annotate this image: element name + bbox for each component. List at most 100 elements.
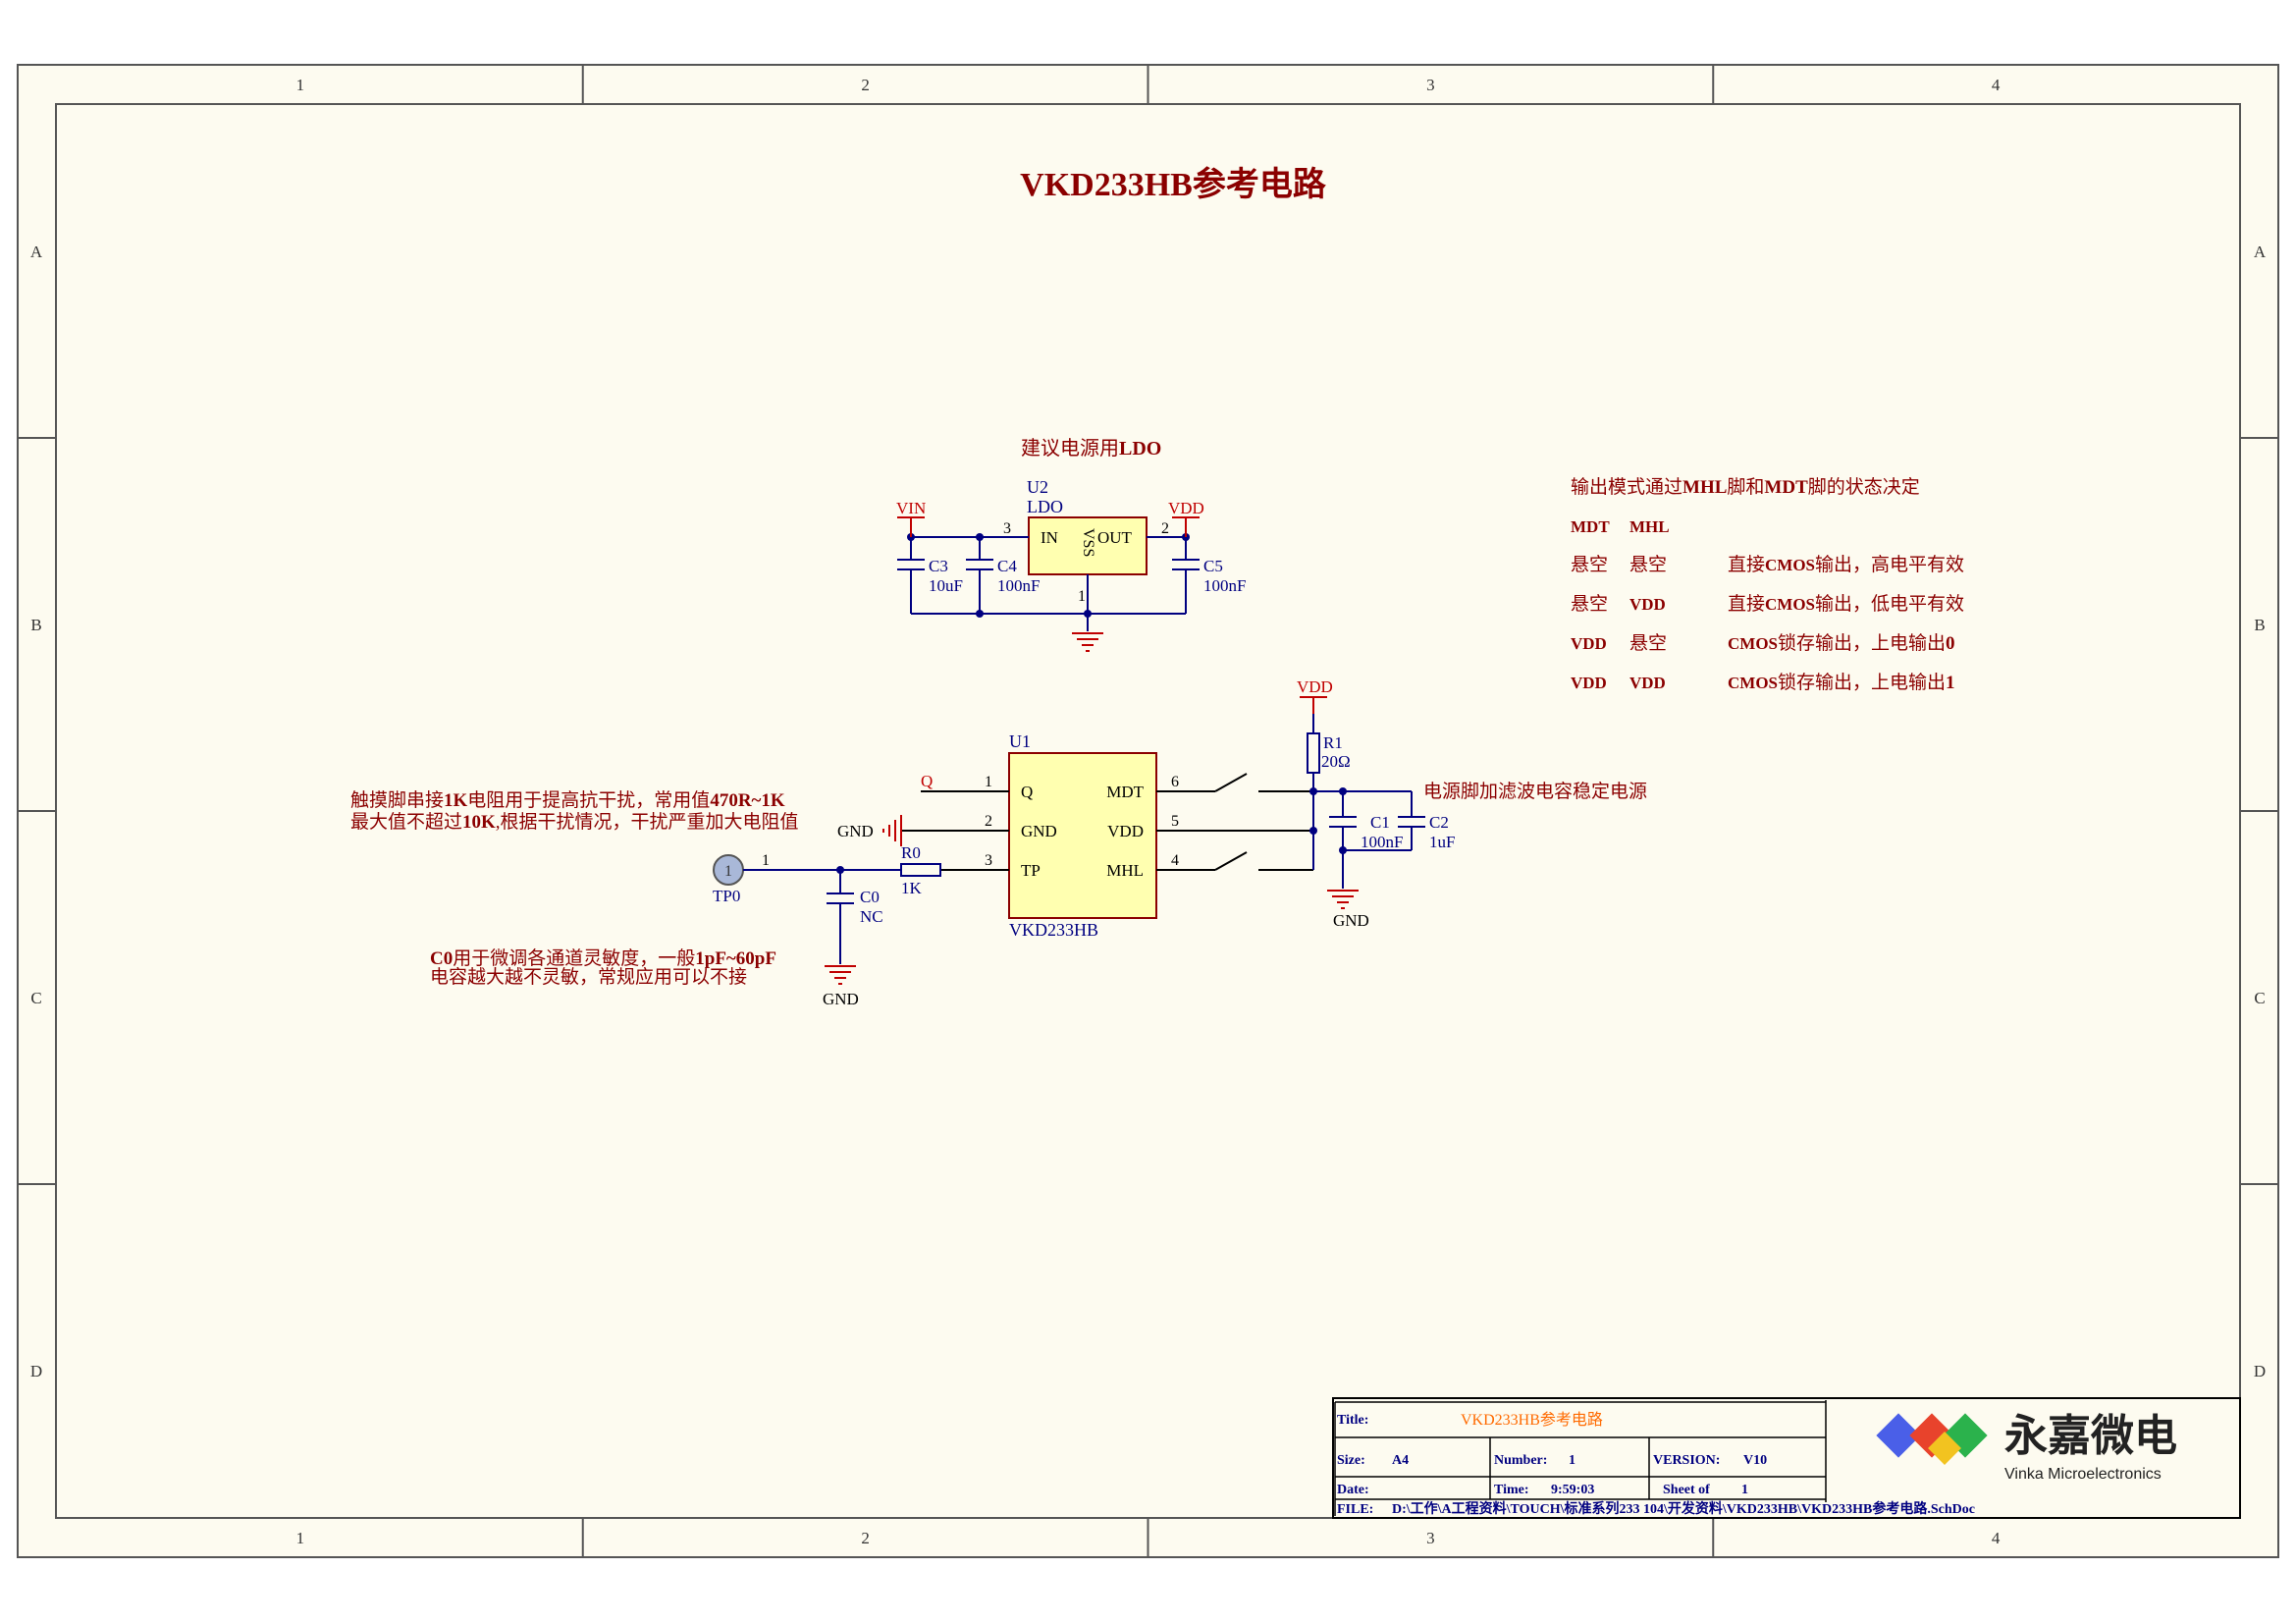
u1-pin-5-num: 5	[1171, 813, 1179, 830]
frame-row-label-right: C	[2254, 989, 2265, 1007]
mode-row-3-mdt: VDD	[1571, 634, 1607, 653]
ldo-pin-in: IN	[1041, 528, 1058, 547]
tb-title-label: Title:	[1337, 1413, 1368, 1428]
mode-row-4-mhl: VDD	[1629, 674, 1666, 692]
svg-text:VDD: VDD	[1168, 499, 1204, 517]
r0-name: R0	[901, 843, 921, 862]
mode-row-3-desc: CMOS锁存输出，上电输出0	[1728, 632, 1955, 654]
ldo-pin-num-in: 3	[1003, 520, 1011, 537]
svg-text:VIN: VIN	[896, 499, 926, 517]
u1-designator: U1	[1009, 731, 1031, 751]
frame-row-label-left: B	[30, 616, 41, 634]
input-junction	[836, 866, 844, 874]
tb-sheet-value: 1	[1741, 1483, 1748, 1497]
frame-col-label-bottom: 3	[1426, 1529, 1435, 1547]
ldo-wires	[897, 536, 1200, 631]
tb-version-label: VERSION:	[1653, 1453, 1720, 1468]
frame-dividers	[18, 65, 2278, 1557]
logo-diamond-icon	[1876, 1413, 1988, 1465]
option-switches	[1214, 773, 1313, 871]
mode-row-2-desc: 直接CMOS输出，低电平有效	[1728, 593, 1964, 615]
u1-pin-2-num: 2	[985, 813, 992, 830]
c2-name: C2	[1429, 813, 1449, 832]
frame-row-label-left: D	[30, 1362, 42, 1380]
r0-resistor[interactable]	[900, 863, 941, 877]
c1-value: 100nF	[1361, 833, 1403, 851]
c1-name: C1	[1370, 813, 1390, 832]
tb-time-label: Time:	[1494, 1483, 1529, 1497]
mode-row-3-mhl: 悬空	[1629, 632, 1667, 654]
c5-name: C5	[1203, 557, 1223, 575]
ldo-pin-out: OUT	[1097, 528, 1133, 547]
r1-name: R1	[1323, 733, 1343, 752]
mode-row-2-mdt: 悬空	[1571, 593, 1608, 615]
net-q-label: Q	[921, 772, 933, 790]
u2-designator: U2	[1027, 477, 1048, 497]
frame-row-label-left: A	[30, 243, 43, 261]
power-gnd-label: GND	[1333, 911, 1369, 930]
u1-pin-3-num: 3	[985, 852, 992, 869]
ldo-pin-num-vss: 1	[1078, 588, 1086, 605]
frame-col-label-top: 3	[1426, 76, 1435, 94]
tb-date-label: Date:	[1337, 1483, 1369, 1497]
tp0-pin-num: 1	[762, 852, 770, 869]
power-gnd-symbol	[1327, 890, 1359, 909]
mode-col-mdt: MDT	[1571, 517, 1610, 536]
u1-pin-mhl-name: MHL	[1106, 861, 1144, 880]
tb-sheet-label: Sheet of	[1663, 1483, 1710, 1497]
u1-pin-tp-name: TP	[1021, 861, 1041, 880]
tb-time-value: 9:59:03	[1551, 1483, 1594, 1497]
ldo-heading: 建议电源用LDO	[1021, 437, 1161, 460]
tb-file-label: FILE:	[1337, 1502, 1373, 1517]
power-filter-note: 电源脚加滤波电容稳定电源	[1423, 781, 1647, 802]
tp0-name: TP0	[713, 887, 740, 905]
c3-name: C3	[929, 557, 948, 575]
c0-gnd-label: GND	[823, 990, 859, 1008]
frame-row-label-left: C	[30, 989, 41, 1007]
mode-row-4-desc: CMOS锁存输出，上电输出1	[1728, 672, 1955, 693]
tb-size-label: Size:	[1337, 1453, 1365, 1468]
mode-table: 输出模式通过MHL脚和MDT脚的状态决定 MDT MHL 悬空 悬空 直接CMO…	[1571, 476, 1964, 693]
tb-number-label: Number:	[1494, 1453, 1547, 1468]
c2-value: 1uF	[1429, 833, 1455, 851]
ldo-pin-num-out: 2	[1161, 520, 1169, 537]
mode-row-1-desc: 直接CMOS输出，高电平有效	[1728, 554, 1964, 575]
vin-port: VIN	[896, 499, 926, 537]
power-junctions	[1309, 787, 1347, 854]
tb-file-value: D:\工作\A工程资料\TOUCH\标准系列233 104\开发资料\VKD23…	[1392, 1500, 1975, 1517]
mode-table-heading: 输出模式通过MHL脚和MDT脚的状态决定	[1571, 476, 1920, 498]
u1-pin-q-name: Q	[1021, 783, 1033, 801]
r0-value: 1K	[901, 879, 923, 897]
r1-resistor[interactable]	[1307, 732, 1320, 774]
input-section: 1 TP0 1 R0 1K C0 NC GND 触摸脚串接1K电阻用于提高抗干扰…	[350, 789, 941, 1008]
tb-title-value: VKD233HB参考电路	[1461, 1411, 1603, 1429]
c4-value: 100nF	[997, 576, 1040, 595]
vinka-logo: 永嘉微电 Vinka Microelectronics	[1876, 1411, 2177, 1483]
mode-col-mhl: MHL	[1629, 517, 1670, 536]
u1-gnd-label: GND	[837, 822, 874, 840]
u1-pin-mdt-name: MDT	[1106, 783, 1144, 801]
frame-col-label-bottom: 2	[861, 1529, 870, 1547]
mode-row-2-mhl: VDD	[1629, 595, 1666, 614]
ldo-ic-body[interactable]	[1028, 516, 1148, 575]
c0-value: NC	[860, 907, 883, 926]
main-ic-section: U1 VKD233HB Q GND TP MDT VDD MHL 1 2 3 6…	[837, 731, 1313, 940]
vkd233hb-ic-body[interactable]	[1008, 752, 1157, 919]
mode-row-1-mhl: 悬空	[1629, 554, 1667, 575]
mode-row-4-mdt: VDD	[1571, 674, 1607, 692]
ldo-pin-vss: VSS	[1080, 528, 1096, 557]
u1-pins	[901, 790, 1313, 871]
frame-col-label-top: 1	[296, 76, 305, 94]
c3-value: 10uF	[929, 576, 963, 595]
frame-col-label-top: 4	[1992, 76, 2001, 94]
title-block: Title: VKD233HB参考电路 Size: A4 Number: 1 V…	[1332, 1397, 2241, 1519]
mode-row-1-mdt: 悬空	[1571, 554, 1608, 575]
c0-gnd-symbol	[825, 965, 856, 985]
c0-name: C0	[860, 888, 880, 906]
tb-size-value: A4	[1392, 1453, 1409, 1468]
u1-pin-1-num: 1	[985, 774, 992, 790]
page-title: VKD233HB参考电路	[1020, 166, 1327, 203]
u2-part: LDO	[1027, 497, 1063, 516]
